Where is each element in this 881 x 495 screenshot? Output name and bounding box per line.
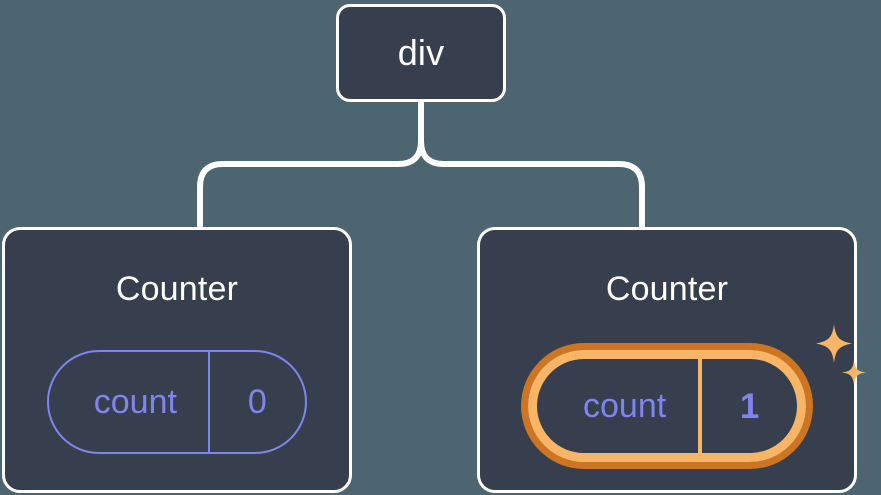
state-key-label-left: count <box>93 383 177 421</box>
state-value-cell-right: 1 <box>698 359 797 453</box>
node-root-label: div <box>397 32 445 73</box>
state-key-cell-left: count <box>49 352 208 452</box>
state-key-cell-right: count <box>537 359 698 453</box>
state-pill-wrap-left: count 0 <box>47 350 307 454</box>
node-counter-right[interactable]: Counter count 1 <box>477 227 867 493</box>
state-value-label-right: 1 <box>739 386 760 426</box>
node-counter-left[interactable]: Counter count 0 <box>2 227 352 493</box>
connector-branch-right <box>418 138 645 230</box>
state-value-cell-left: 0 <box>207 352 305 452</box>
node-root-div[interactable]: div <box>336 4 506 102</box>
node-counter-right-label: Counter <box>605 270 729 308</box>
connector-branch-left <box>197 138 424 230</box>
state-pill-left[interactable]: count 0 <box>47 350 307 454</box>
node-counter-left-label: Counter <box>115 270 239 308</box>
state-key-label-right: count <box>583 387 667 425</box>
state-pill-wrap-right: count 1 <box>528 324 867 462</box>
state-pill-right[interactable]: count 1 <box>528 350 806 462</box>
state-value-label-left: 0 <box>247 383 267 421</box>
sparkle-large-icon <box>816 324 852 363</box>
sparkle-small-icon <box>841 360 867 385</box>
sparkles-group <box>816 324 867 385</box>
